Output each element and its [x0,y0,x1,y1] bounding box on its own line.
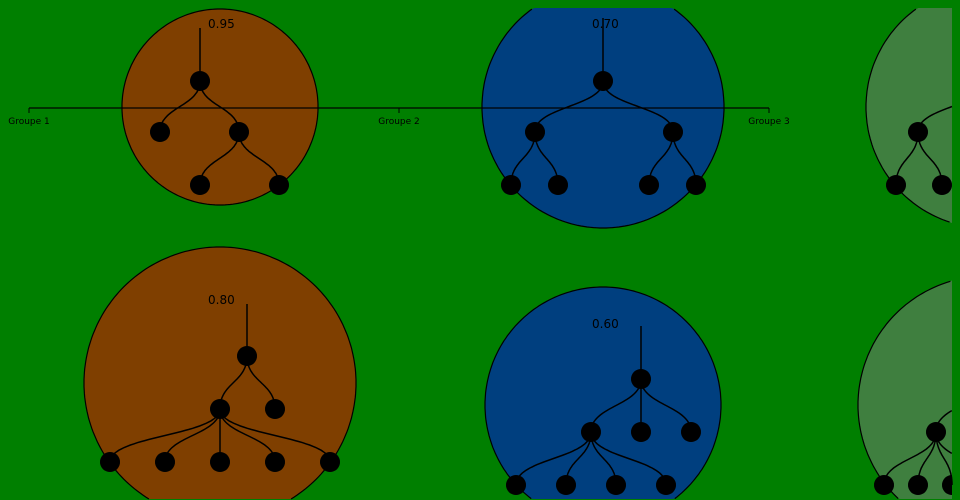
tree-node [681,422,701,442]
tree-node [631,369,651,389]
group-circle [485,287,721,499]
tree-edge [895,132,919,185]
tree-edge [648,132,674,185]
group-circle-outline [857,280,951,500]
tree-node [942,475,952,495]
group-circle [482,8,724,228]
tree-label-1: 0.95 [208,17,235,31]
tree-edge [917,132,943,185]
tree-edge [534,80,604,133]
tree-edge [219,408,276,463]
tree-edge [590,378,642,433]
tree-2 [481,8,725,229]
tree-node [269,175,289,195]
tree-edge [935,432,953,485]
tree-edge [565,432,592,485]
tree-node [265,399,285,419]
tree-node [525,122,545,142]
tree-node [210,399,230,419]
tree-node [155,452,175,472]
tree-label-5: 0.60 [592,317,619,331]
tree-edge [219,408,331,463]
tree-edge [590,431,667,486]
tree-node [265,452,285,472]
axis-label-groupe-1: Groupe 1 [8,117,50,127]
tree-edge [246,355,276,410]
tree-edge [164,408,221,463]
group-circle-outline [484,286,722,500]
tree-edge [672,132,697,185]
tree-node [886,175,906,195]
tree-1 [121,8,319,206]
tree-node [663,122,683,142]
tree-node [100,452,120,472]
tree-node [932,175,952,195]
tree-label-2: 0.70 [592,17,619,31]
tree-node [656,475,676,495]
tree-3 [865,8,953,228]
tree-edge [109,408,221,463]
tree-edge [602,80,674,133]
tree-node [686,175,706,195]
tree-edge [199,131,240,186]
tree-edge [219,356,248,409]
tree-node [926,422,946,442]
tree-edge [515,431,592,486]
tree-node [506,475,526,495]
tree-node [229,122,249,142]
tree-node [320,452,340,472]
tree-edge [159,80,201,133]
tree-node [190,175,210,195]
group-axis: Groupe 1 Groupe 2 Groupe 3 [8,107,790,127]
tree-label-4: 0.80 [208,293,235,307]
tree-node [501,175,521,195]
tree-node [639,175,659,195]
tree-node [581,422,601,442]
tree-5 [484,286,722,500]
tree-edge [917,432,937,485]
group-circle-outline [121,8,319,206]
tree-edge [883,431,937,486]
group-circle [84,247,356,499]
group-circle [866,8,952,228]
group-circle-outline [865,8,950,223]
group-circle-outline [481,8,725,229]
group-circle-outline [83,246,357,500]
tree-edge [590,432,617,485]
tree-node [150,122,170,142]
tree-node [190,71,210,91]
tree-node [237,346,257,366]
tree-node [593,71,613,91]
tree-edge [199,80,240,133]
tree-edge [534,132,559,185]
tree-6 [857,276,953,500]
axis-label-groupe-2: Groupe 2 [378,117,420,127]
tree-edge [640,378,692,433]
tree-edge [238,131,280,186]
tree-node [556,475,576,495]
tree-node [548,175,568,195]
tree-node [631,422,651,442]
tree-node [210,452,230,472]
axis-label-groupe-3: Groupe 3 [748,117,790,127]
tree-node [874,475,894,495]
tree-node [908,475,928,495]
tree-edge [510,132,536,185]
tree-node [908,122,928,142]
tree-4 [83,246,357,500]
tree-node [606,475,626,495]
